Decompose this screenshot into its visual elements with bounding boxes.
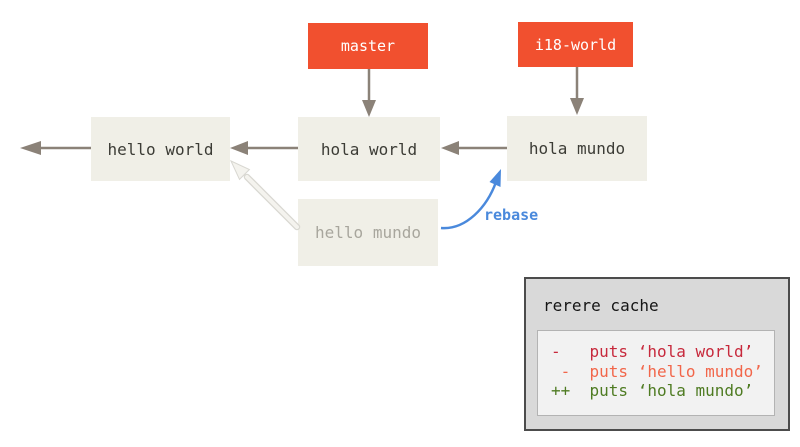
arrow-hello-mundo-to-hello-world-icon <box>229 159 301 231</box>
commit-label: hello mundo <box>315 223 421 242</box>
arrow-master-pointer-icon <box>362 69 376 117</box>
arrow-i18-world-pointer-icon <box>570 67 584 115</box>
rebase-label: rebase <box>484 206 539 224</box>
rerere-cache-title: rerere cache <box>543 296 659 315</box>
commit-label: hello world <box>107 139 214 159</box>
branch-label-i18-world: i18-world <box>518 22 633 67</box>
commit-label: hola world <box>320 139 418 159</box>
arrow-hola-mundo-to-hola-world-icon <box>441 141 507 155</box>
diff-line-removed-hola-world: - puts ‘hola world’ <box>551 342 754 361</box>
arrow-hello-world-to-parent-icon <box>20 141 91 155</box>
branch-label-master: master <box>308 23 428 69</box>
commit-box-hola-world: hola world <box>298 117 440 181</box>
diff-line-removed-hello-mundo: - puts ‘hello mundo’ <box>551 361 763 381</box>
branch-name: master <box>340 37 396 55</box>
commit-label: hola mundo <box>528 139 626 158</box>
rerere-cache-panel: rerere cache - puts ‘hola world’ - puts … <box>524 277 790 431</box>
commit-box-hola-mundo: hola mundo <box>507 116 647 181</box>
commit-box-hello-world: hello world <box>91 117 230 181</box>
branch-name: i18-world <box>534 35 617 54</box>
arrow-hola-world-to-hello-world-icon <box>230 141 298 155</box>
diff-line-added-hola-mundo: ++ puts ‘hola mundo’ <box>551 381 754 400</box>
commit-box-hello-mundo: hello mundo <box>298 199 438 266</box>
rerere-diff-box: - puts ‘hola world’ - puts ‘hello mundo’… <box>537 330 775 416</box>
